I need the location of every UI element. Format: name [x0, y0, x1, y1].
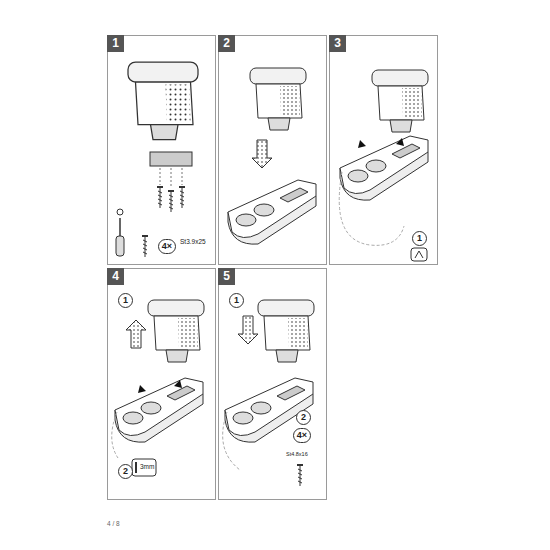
screwdriver [116, 209, 124, 256]
step-number: 4 [107, 268, 124, 285]
flex-line [223, 412, 240, 470]
drill-icon [132, 459, 156, 476]
callout-number: 1 [417, 234, 422, 243]
pointer-tips [358, 138, 404, 148]
console [340, 136, 428, 200]
callout-circle: 1 [229, 293, 244, 308]
flex-line [339, 172, 404, 245]
step-number: 5 [218, 268, 235, 285]
base-plate [150, 152, 192, 166]
step-number: 1 [107, 35, 124, 52]
screw [179, 186, 185, 208]
step-panel: 5 1 2 4× [218, 268, 327, 500]
armrest [258, 300, 314, 362]
step-number: 2 [218, 35, 235, 52]
callout-circle: 1 [118, 293, 133, 308]
callout-number: 1 [123, 296, 128, 305]
callout-number: 2 [123, 467, 128, 476]
callout-number: 2 [301, 413, 306, 422]
callout-number: 4× [162, 242, 172, 251]
console [115, 378, 203, 442]
screw [297, 464, 303, 486]
armrest [148, 300, 204, 362]
screw [168, 190, 174, 212]
step-panel: 1 4× [107, 35, 216, 265]
step-panel: 4 1 2 [107, 268, 216, 500]
clip-icon [411, 248, 427, 261]
callout-number: 4× [297, 431, 307, 440]
up-arrow [126, 320, 146, 348]
step-panel: 2 [218, 35, 327, 265]
armrest [250, 68, 306, 130]
down-arrow [238, 316, 258, 344]
callout-circle: 1 [412, 231, 427, 246]
console [225, 378, 313, 442]
part-label: 3mm [140, 464, 154, 471]
down-arrow [252, 140, 272, 168]
guide-lines [160, 168, 182, 188]
pointer-tips [138, 380, 182, 393]
callout-number: 1 [234, 296, 239, 305]
callout-circle: 2 [296, 410, 311, 425]
part-label: St3.9x25 [180, 239, 206, 246]
callout-circle: 4× [293, 428, 311, 443]
step-panel: 31 [329, 35, 438, 265]
step-number: 3 [329, 35, 346, 52]
page-number: 4 / 8 [107, 521, 120, 528]
armrest [128, 62, 198, 140]
screw [142, 235, 148, 257]
flex-line [112, 412, 118, 458]
armrest [372, 70, 428, 132]
callout-circle: 4× [158, 239, 176, 254]
console [228, 180, 316, 244]
part-label: St4.8x16 [286, 452, 308, 458]
callout-circle: 2 [118, 464, 133, 479]
screw [157, 186, 163, 208]
